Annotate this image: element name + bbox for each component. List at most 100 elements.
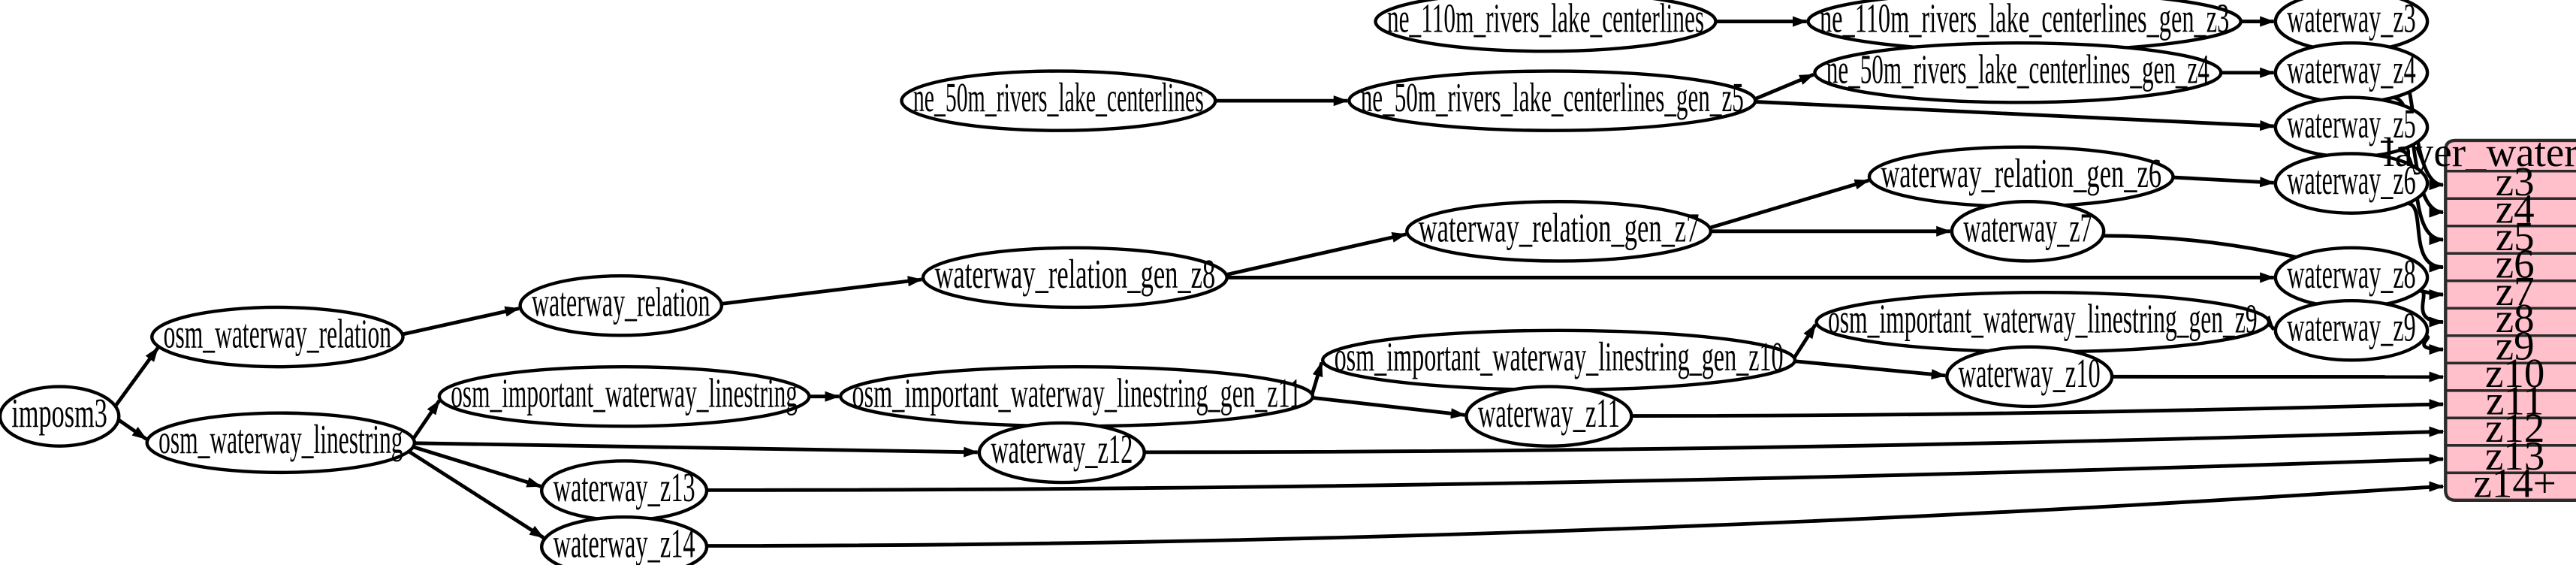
node-label: imposm3 (11, 390, 107, 436)
node-shape (518, 274, 724, 337)
edge-waterway_z11-to-layer_z11 (1631, 399, 2445, 418)
graph-node-osm_important_waterway_linestring[interactable]: osm_important_waterway_linestring (437, 364, 811, 428)
edge-osm_waterway_linestring-to-osm_important_waterway_linestring (412, 399, 441, 440)
graph-node-waterway_z10[interactable]: waterway_z10 (1945, 345, 2114, 409)
node-label: waterway_relation_gen_z8 (934, 251, 1215, 297)
graph-node-osm_important_waterway_linestring_gen_z10[interactable]: osm_important_waterway_linestring_gen_z1… (1320, 328, 1797, 392)
node-label: waterway_relation_gen_z6 (1881, 150, 2161, 196)
legend-row-z10[interactable]: z10 (2485, 350, 2544, 396)
graph-node-waterway_relation[interactable]: waterway_relation (518, 274, 724, 337)
node-label: osm_waterway_relation (164, 310, 391, 356)
graph-node-waterway_z13[interactable]: waterway_z13 (539, 459, 709, 522)
graph-node-waterway_z7[interactable]: waterway_z7 (1950, 200, 2106, 263)
graph-node-ne_50m_rivers_lake_centerlines[interactable]: ne_50m_rivers_lake_centerlines (900, 69, 1217, 132)
node-label: osm_important_waterway_linestring (451, 370, 798, 415)
node-shape (2273, 298, 2430, 362)
graph-node-imposm3[interactable]: imposm3 (0, 385, 121, 448)
graph-node-waterway_z11[interactable]: waterway_z11 (1464, 385, 1633, 448)
edge-imposm3-to-osm_waterway_relation (113, 346, 160, 408)
legend-row-z5[interactable]: z5 (2496, 213, 2535, 259)
legend-row-z6[interactable]: z6 (2496, 240, 2535, 286)
node-label: waterway_z5 (2287, 101, 2416, 147)
node-shape (1813, 41, 2223, 104)
node-shape (977, 421, 1146, 485)
graph-node-waterway_z5[interactable]: waterway_z5 (2273, 95, 2430, 159)
node-label: waterway_z10 (1959, 350, 2101, 396)
edge-waterway_relation_gen_z7-to-waterway_relation_gen_z6 (1709, 178, 1870, 230)
node-shape (437, 364, 811, 428)
node-label: waterway_z11 (1478, 390, 1620, 436)
edge-osm_waterway_relation-to-waterway_relation (402, 306, 520, 337)
graph-node-osm_important_waterway_linestring_gen_z11[interactable]: osm_important_waterway_linestring_gen_z1… (838, 364, 1315, 428)
node-shape (0, 385, 121, 448)
edge-waterway_relation_gen_z6-to-waterway_z6 (2173, 175, 2275, 188)
edge-ne_50m_rivers_lake_centerlines_gen_z5-to-waterway_z5 (1754, 100, 2276, 131)
edge-waterway_z8-to-layer_z8 (2419, 289, 2445, 328)
graph-node-waterway_z6[interactable]: waterway_z6 (2273, 152, 2430, 215)
legend-row-z8[interactable]: z8 (2496, 295, 2535, 341)
graph-node-ne_110m_rivers_lake_centerlines[interactable]: ne_110m_rivers_lake_centerlines (1374, 0, 1718, 53)
legend-row-z7[interactable]: z7 (2496, 268, 2535, 314)
edge-waterway_z4-to-layer_z4 (2392, 95, 2445, 218)
node-label: waterway_z14 (554, 521, 695, 565)
edge-waterway_z9-to-layer_z9 (2422, 334, 2445, 355)
node-shape (2273, 152, 2430, 215)
edge-osm_waterway_linestring-to-waterway_z12 (414, 441, 979, 458)
edge-waterway_relation_gen_z8-to-waterway_relation_gen_z7 (1226, 231, 1407, 276)
edge-waterway_relation-to-waterway_relation_gen_z8 (721, 276, 923, 306)
legend-title: layer_waterway (2383, 129, 2576, 175)
node-shape (1945, 345, 2114, 409)
graph-node-ne_50m_rivers_lake_centerlines_gen_z5[interactable]: ne_50m_rivers_lake_centerlines_gen_z5 (1347, 69, 1757, 132)
edge-waterway_z6-to-layer_z6 (2407, 201, 2445, 273)
graph-node-waterway_relation_gen_z7[interactable]: waterway_relation_gen_z7 (1405, 200, 1713, 263)
node-shape (921, 246, 1229, 310)
graph-node-ne_110m_rivers_lake_centerlines_gen_z3[interactable]: ne_110m_rivers_lake_centerlines_gen_z3 (1806, 0, 2243, 53)
node-label: osm_important_waterway_linestring_gen_z1… (852, 370, 1302, 415)
node-shape (540, 515, 709, 565)
legend-row-z14plus[interactable]: z14+ (2473, 460, 2556, 506)
graph-node-osm_waterway_linestring[interactable]: osm_waterway_linestring (145, 411, 417, 475)
graph-node-waterway_relation_gen_z8[interactable]: waterway_relation_gen_z8 (921, 246, 1229, 310)
graph-node-waterway_relation_gen_z6[interactable]: waterway_relation_gen_z6 (1867, 145, 2175, 209)
legend-row-z9[interactable]: z9 (2496, 323, 2535, 369)
edge-osm_waterway_linestring-to-waterway_z14 (407, 449, 545, 539)
node-shape (1950, 200, 2106, 263)
graph-node-waterway_z14[interactable]: waterway_z14 (540, 515, 709, 565)
graph-node-waterway_z3[interactable]: waterway_z3 (2273, 0, 2430, 53)
node-shape (1374, 0, 1718, 53)
edge-osm_important_waterway_linestring_gen_z10-to-osm_important_waterway_linestring_gen_z9 (1793, 323, 1817, 359)
edge-osm_important_waterway_linestring_gen_z10-to-waterway_z10 (1794, 359, 1947, 380)
node-shape (900, 69, 1217, 132)
edge-waterway_z13-to-layer_z13 (707, 454, 2445, 492)
edge-ne_50m_rivers_lake_centerlines_gen_z5-to-ne_50m_rivers_lake_centerlines_gen_z4 (1754, 73, 1814, 101)
node-shape (150, 305, 405, 369)
legend-row-z11[interactable]: z11 (2486, 378, 2544, 424)
graph-node-osm_waterway_relation[interactable]: osm_waterway_relation (150, 305, 405, 369)
graph-node-waterway_z12[interactable]: waterway_z12 (977, 421, 1146, 485)
node-label: ne_50m_rivers_lake_centerlines (913, 74, 1204, 120)
graph-node-ne_50m_rivers_lake_centerlines_gen_z4[interactable]: ne_50m_rivers_lake_centerlines_gen_z4 (1813, 41, 2223, 104)
node-label: ne_50m_rivers_lake_centerlines_gen_z5 (1361, 74, 1744, 120)
legend-row-z12[interactable]: z12 (2485, 405, 2544, 451)
legend-row-z3[interactable]: z3 (2496, 159, 2535, 204)
edges-layer (113, 16, 2445, 548)
graph-node-osm_important_waterway_linestring_gen_z9[interactable]: osm_important_waterway_linestring_gen_z9 (1814, 290, 2271, 354)
node-label: waterway_z3 (2287, 0, 2416, 41)
graph-node-waterway_z9[interactable]: waterway_z9 (2273, 298, 2430, 362)
edge-osm_important_waterway_linestring_gen_z11-to-osm_important_waterway_linestring_gen_z10 (1310, 361, 1324, 395)
legend-row-z13[interactable]: z13 (2485, 433, 2544, 479)
node-shape (1464, 385, 1633, 448)
node-label: waterway_relation_gen_z7 (1419, 205, 1700, 251)
graph-node-waterway_z4[interactable]: waterway_z4 (2273, 41, 2430, 104)
graph-node-waterway_z8[interactable]: waterway_z8 (2273, 246, 2430, 310)
edge-imposm3-to-osm_waterway_linestring (117, 418, 148, 441)
node-label: waterway_z12 (991, 426, 1133, 472)
node-label: ne_110m_rivers_lake_centerlines (1387, 0, 1704, 41)
node-label: ne_110m_rivers_lake_centerlines_gen_z3 (1820, 0, 2229, 41)
legend-row-z4[interactable]: z4 (2496, 186, 2535, 231)
legend-table-layer: layer_waterwayz3z4z5z6z7z8z9z10z11z12z13… (2383, 129, 2576, 506)
node-label: waterway_z13 (554, 464, 695, 510)
node-label: waterway_z7 (1963, 205, 2092, 251)
